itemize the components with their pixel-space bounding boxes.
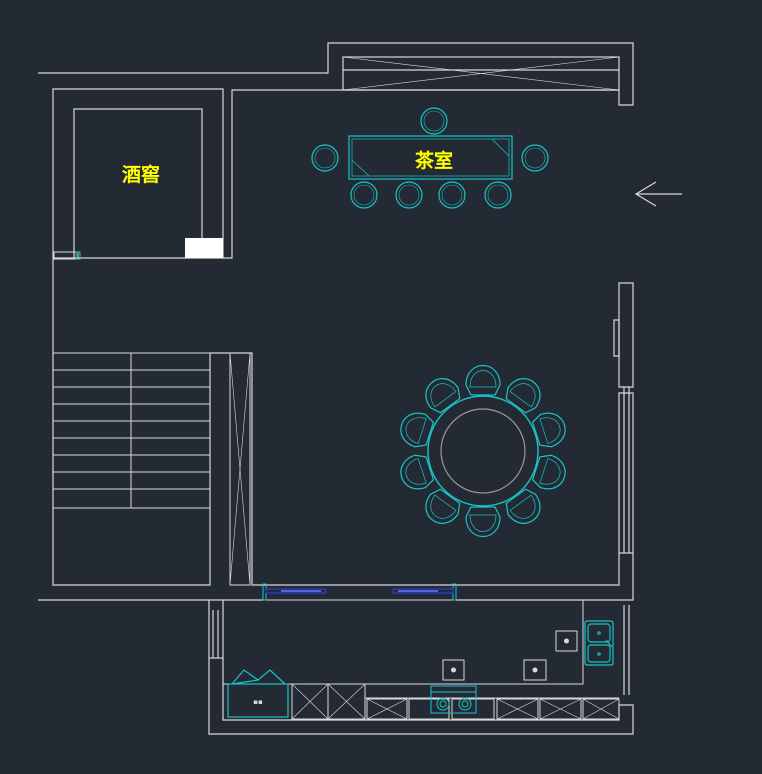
tea-room-label: 茶室 (415, 149, 453, 172)
round-table-icon (400, 364, 566, 538)
laundry-basin-icon: ▪▪ (227, 669, 289, 718)
tea-chair (438, 181, 466, 209)
dining-chair (531, 412, 566, 448)
sliding-door (262, 583, 457, 601)
wine-cellar-label: 酒窖 (122, 163, 160, 186)
double-sink-icon (584, 620, 614, 666)
fridge-marker (523, 659, 547, 681)
dining-chair (400, 412, 435, 448)
dining-chair (465, 364, 501, 396)
dining-chair (425, 488, 461, 524)
dining-chair (505, 378, 541, 414)
tea-chair (395, 181, 423, 209)
dining-chair (505, 488, 541, 524)
tea-chair (350, 181, 378, 209)
tea-chair (521, 144, 549, 172)
range-hood-marker (442, 659, 465, 681)
arrow-left-icon (634, 181, 682, 207)
building-walls (38, 42, 634, 735)
sink-marker (555, 630, 578, 652)
tea-chair (420, 107, 448, 135)
dining-chair (465, 506, 501, 538)
dining-chair (531, 454, 566, 490)
rectangular-table-icon (348, 135, 513, 180)
cooktop-icon (430, 685, 477, 714)
tea-chair (484, 181, 512, 209)
cellar-door (53, 238, 223, 260)
dining-chair (425, 378, 461, 414)
tea-chairs (311, 107, 549, 209)
kitchen-counters (223, 600, 620, 720)
dining-chair (400, 454, 435, 490)
kitchen-fixture-markers (442, 630, 578, 681)
staircase-icon (52, 352, 251, 586)
svg-text:▪▪: ▪▪ (253, 698, 263, 706)
tea-chair (311, 144, 339, 172)
